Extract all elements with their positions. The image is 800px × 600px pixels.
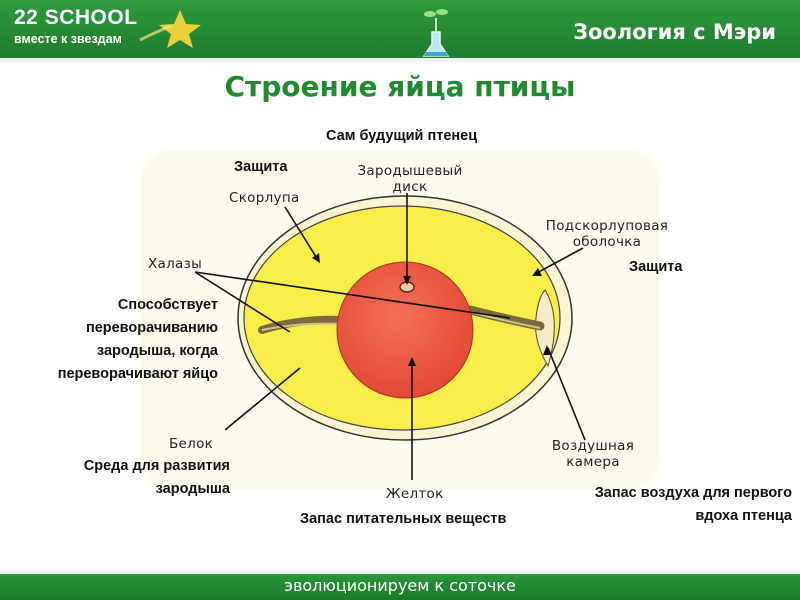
note-albumen-line: Среда для развития <box>83 458 230 474</box>
note-air-cell: Запас воздуха для первого вдоха птенца <box>560 482 792 528</box>
label-germinal-disc: Зародышевый диск <box>356 163 464 195</box>
school-name: 22 SCHOOL <box>14 6 138 29</box>
school-tagline: вместе к звездам <box>14 32 122 46</box>
label-germinal-disc-text: Зародышевый диск <box>357 163 463 195</box>
header-stripe <box>0 58 800 62</box>
footer-slogan: эволюционируем к соточке <box>284 576 516 595</box>
label-albumen: Белок <box>169 436 214 452</box>
label-shell: Скорлупа <box>229 190 300 206</box>
pointer-albumen <box>224 367 301 431</box>
chalaza-right <box>465 305 545 331</box>
note-chalazae-line: переворачиванию <box>85 320 218 336</box>
label-yolk: Желток <box>386 486 444 502</box>
course-title: Зоология с Мэри <box>573 20 776 44</box>
note-albumen-line: зародыша <box>155 481 230 497</box>
note-shell: Защита <box>234 159 288 175</box>
yolk-shape <box>336 261 474 399</box>
note-yolk: Запас питательных веществ <box>300 511 507 527</box>
note-membrane: Защита <box>629 259 683 275</box>
header-icons <box>139 9 450 57</box>
label-chalazae: Халазы <box>148 256 203 272</box>
note-albumen: Среда для развития зародыша <box>40 455 230 501</box>
pointer-chalaza-left <box>194 271 291 333</box>
pointer-lines <box>194 193 586 480</box>
pointer-chalaza-right <box>194 271 511 319</box>
footer-stripe <box>0 570 800 574</box>
pointer-air-cell <box>547 347 586 441</box>
note-chalazae: Способствует переворачиванию зародыша, к… <box>20 294 218 386</box>
note-germinal-disc: Сам будущий птенец <box>326 128 478 144</box>
chalaza-left-highlight <box>261 322 346 331</box>
note-chalazae-line: переворачивают яйцо <box>57 366 218 382</box>
label-air-cell: Воздушная камера <box>551 438 635 470</box>
star-logo-icon <box>139 10 201 48</box>
note-air-cell-line: Запас воздуха для первого <box>594 485 792 501</box>
page-title: Строение яйца птицы <box>224 70 576 103</box>
pointer-arrowheads <box>312 253 551 366</box>
footer-bar: эволюционируем к соточке <box>0 570 800 600</box>
flask-sprout-icon <box>422 9 450 57</box>
header-bar: 22 SCHOOL вместе к звездам Зоология с Мэ… <box>0 0 800 62</box>
pointer-membrane <box>534 247 584 275</box>
note-air-cell-line: вдоха птенца <box>695 508 792 524</box>
note-chalazae-line: зародыша, когда <box>96 343 218 359</box>
label-shell-membrane: Подскорлуповая оболочка <box>545 218 669 250</box>
air-cell-shape <box>535 289 555 368</box>
note-chalazae-line: Способствует <box>117 297 218 313</box>
pointer-shell <box>284 206 319 261</box>
